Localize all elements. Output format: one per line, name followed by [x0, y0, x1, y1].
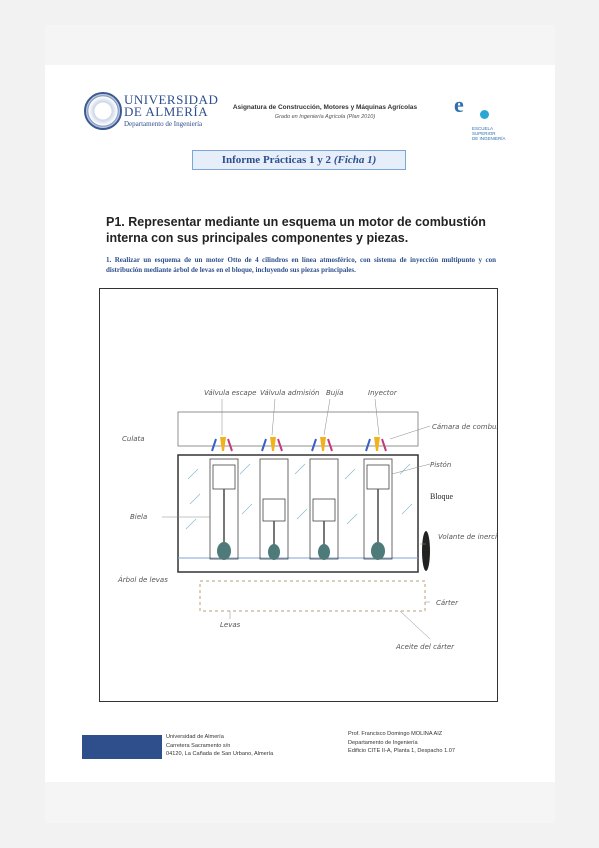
university-name-line2: DE ALMERÍA — [124, 104, 209, 119]
label-piston: Pistón — [430, 461, 451, 469]
subject-heading: Asignatura de Construcción, Motores y Má… — [230, 104, 420, 120]
university-logo: UNIVERSIDAD DE ALMERÍA Departamento de I… — [84, 92, 264, 134]
university-seal-icon — [84, 92, 122, 130]
spark-plug-icon — [270, 437, 276, 451]
banner-subtitle: (Ficha 1) — [333, 154, 377, 166]
esi-logo-text: ESCUELA SUPERIOR DE INGENIERÍA — [472, 126, 510, 141]
piston-2 — [262, 498, 286, 522]
label-valvula-escape: Válvula escape — [204, 389, 256, 397]
flywheel — [422, 531, 430, 571]
degree-title: Grado en Ingeniería Agrícola (Plan 2010) — [274, 114, 376, 120]
label-levas: Levas — [220, 621, 241, 629]
label-inyector: Inyector — [368, 389, 398, 397]
university-name-line1: UNIVERSIDAD — [124, 92, 219, 107]
footer-color-bar — [82, 735, 162, 759]
esi-logo-text-line1: ESCUELA SUPERIOR — [472, 126, 496, 136]
engine-block — [177, 454, 419, 573]
engine-sketch: Válvula escape Culata Válvula admisión B… — [117, 389, 514, 651]
oil-sump — [199, 580, 426, 612]
footer-address-line3: 04120, La Cañada de San Urbano, Almería — [166, 751, 274, 757]
footer-address-line2: Carretera Sacramento s/n — [166, 742, 231, 749]
crank-2 — [268, 544, 280, 560]
label-bloque: Bloque — [430, 492, 454, 501]
piston-4 — [366, 464, 390, 490]
crank-3 — [318, 544, 330, 560]
spark-plug-icon — [320, 437, 326, 451]
label-arbol: Árbol de levas — [117, 575, 168, 584]
valve-icon — [261, 438, 267, 452]
valve-icon — [381, 438, 387, 452]
label-biela: Biela — [130, 513, 147, 521]
crank-4 — [371, 542, 385, 560]
cylinder-head — [177, 411, 419, 447]
valve-icon — [211, 438, 217, 452]
university-name: UNIVERSIDAD DE ALMERÍA — [124, 92, 219, 119]
page-top-margin — [45, 25, 555, 65]
label-camara: Cámara de combustión — [432, 423, 497, 431]
footer-professor-line2: Departamento de Ingeniería — [348, 739, 418, 746]
report-banner: Informe Prácticas 1 y 2 (Ficha 1) — [192, 150, 406, 170]
block-hatching — [185, 463, 413, 530]
footer-professor-line3: Edificio CITE II-A, Planta 1, Despacho 1… — [348, 748, 455, 754]
footer-professor-line1: Prof. Francisco Domingo MOLINA AIZ — [348, 731, 443, 737]
esi-logo: e ESCUELA SUPERIOR DE INGENIERÍA — [450, 92, 510, 141]
page-bottom-margin — [45, 782, 555, 823]
valve-icon — [327, 438, 333, 452]
valve-icon — [365, 438, 371, 452]
piston-3 — [312, 498, 336, 522]
footer-professor: Prof. Francisco Domingo MOLINA AIZ Depar… — [348, 730, 455, 756]
label-valvula-admision: Válvula admisión — [260, 389, 319, 397]
spark-plug-icon — [374, 437, 380, 451]
label-aceite: Aceite del cárter — [395, 643, 455, 651]
footer-address: Universidad de Almería Carretera Sacrame… — [166, 733, 273, 759]
section-title: P1. Representar mediante un esquema un m… — [106, 215, 486, 245]
spark-plug-icon — [220, 437, 226, 451]
label-culata: Culata — [122, 435, 145, 443]
subject-title: Asignatura de Construcción, Motores y Má… — [232, 104, 418, 111]
label-bujia: Bujía — [326, 389, 343, 397]
esi-mark-icon: e — [454, 92, 464, 117]
label-carter: Cárter — [436, 599, 459, 607]
engine-sketch-figure: Válvula escape Culata Válvula admisión B… — [99, 288, 514, 702]
crank-1 — [217, 542, 231, 560]
esi-dot-icon — [480, 110, 489, 119]
department-name: Departamento de Ingeniería — [124, 120, 203, 128]
valve-icon — [227, 438, 233, 452]
label-volante: Volante de inercia — [438, 533, 497, 541]
esi-logo-text-line2: DE INGENIERÍA — [472, 136, 506, 141]
valve-icon — [311, 438, 317, 452]
footer-address-line1: Universidad de Almería — [166, 734, 224, 740]
question-text: 1. Realizar un esquema de un motor Otto … — [106, 256, 496, 274]
valve-icon — [277, 438, 283, 452]
banner-title: Informe Prácticas 1 y 2 — [221, 154, 332, 166]
piston-1 — [212, 464, 236, 490]
